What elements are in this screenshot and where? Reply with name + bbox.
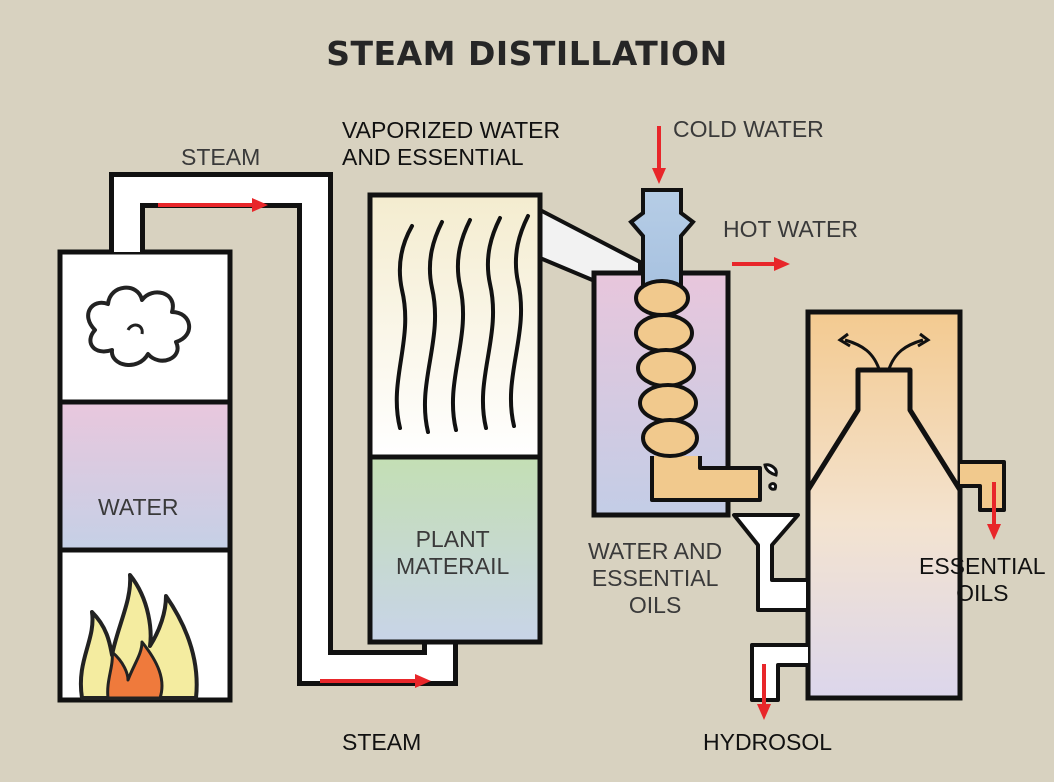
separator-cone	[805, 367, 963, 492]
label-hot-water: HOT WATER	[723, 216, 859, 242]
vapor-wave-icon	[394, 214, 530, 434]
label-plant-material: PLANT MATERAIL	[396, 526, 510, 579]
condenser	[591, 188, 778, 518]
separator-vessel	[805, 309, 963, 701]
flow-arrow-icon	[158, 126, 1001, 720]
label-essential-oils: ESSENTIAL OILS	[919, 553, 1046, 606]
page-title: STEAM DISTILLATION	[326, 34, 728, 73]
boiler	[57, 249, 233, 703]
label-water: WATER	[98, 494, 179, 520]
condensate-drops	[763, 463, 778, 491]
steam-cloud-icon	[86, 285, 192, 367]
flame-icon	[78, 573, 199, 700]
condenser-outlet-pipe	[650, 456, 762, 502]
label-cold-water: COLD WATER	[673, 116, 824, 142]
condenser-coil-icon	[634, 279, 699, 458]
essential-oil-outlet	[960, 460, 1006, 512]
overflow-arrows	[837, 332, 931, 373]
plant-material-chamber	[367, 454, 543, 645]
separator	[732, 309, 1006, 702]
label-vaporized-water: VAPORIZED WATER AND ESSENTIAL	[342, 117, 561, 170]
label-steam-top: STEAM	[181, 144, 261, 170]
label-hydrosol: HYDROSOL	[703, 729, 833, 755]
boiler-water-chamber	[57, 399, 233, 553]
label-steam-bottom: STEAM	[342, 729, 422, 755]
distillation-still	[367, 192, 642, 645]
hydrosol-outlet	[750, 643, 808, 702]
label-water-and-essential-oils: WATER AND ESSENTIAL OILS	[588, 538, 723, 618]
boiler-steam-chamber	[57, 249, 233, 405]
separator-funnel	[732, 513, 810, 612]
steam-pipe	[109, 172, 458, 686]
